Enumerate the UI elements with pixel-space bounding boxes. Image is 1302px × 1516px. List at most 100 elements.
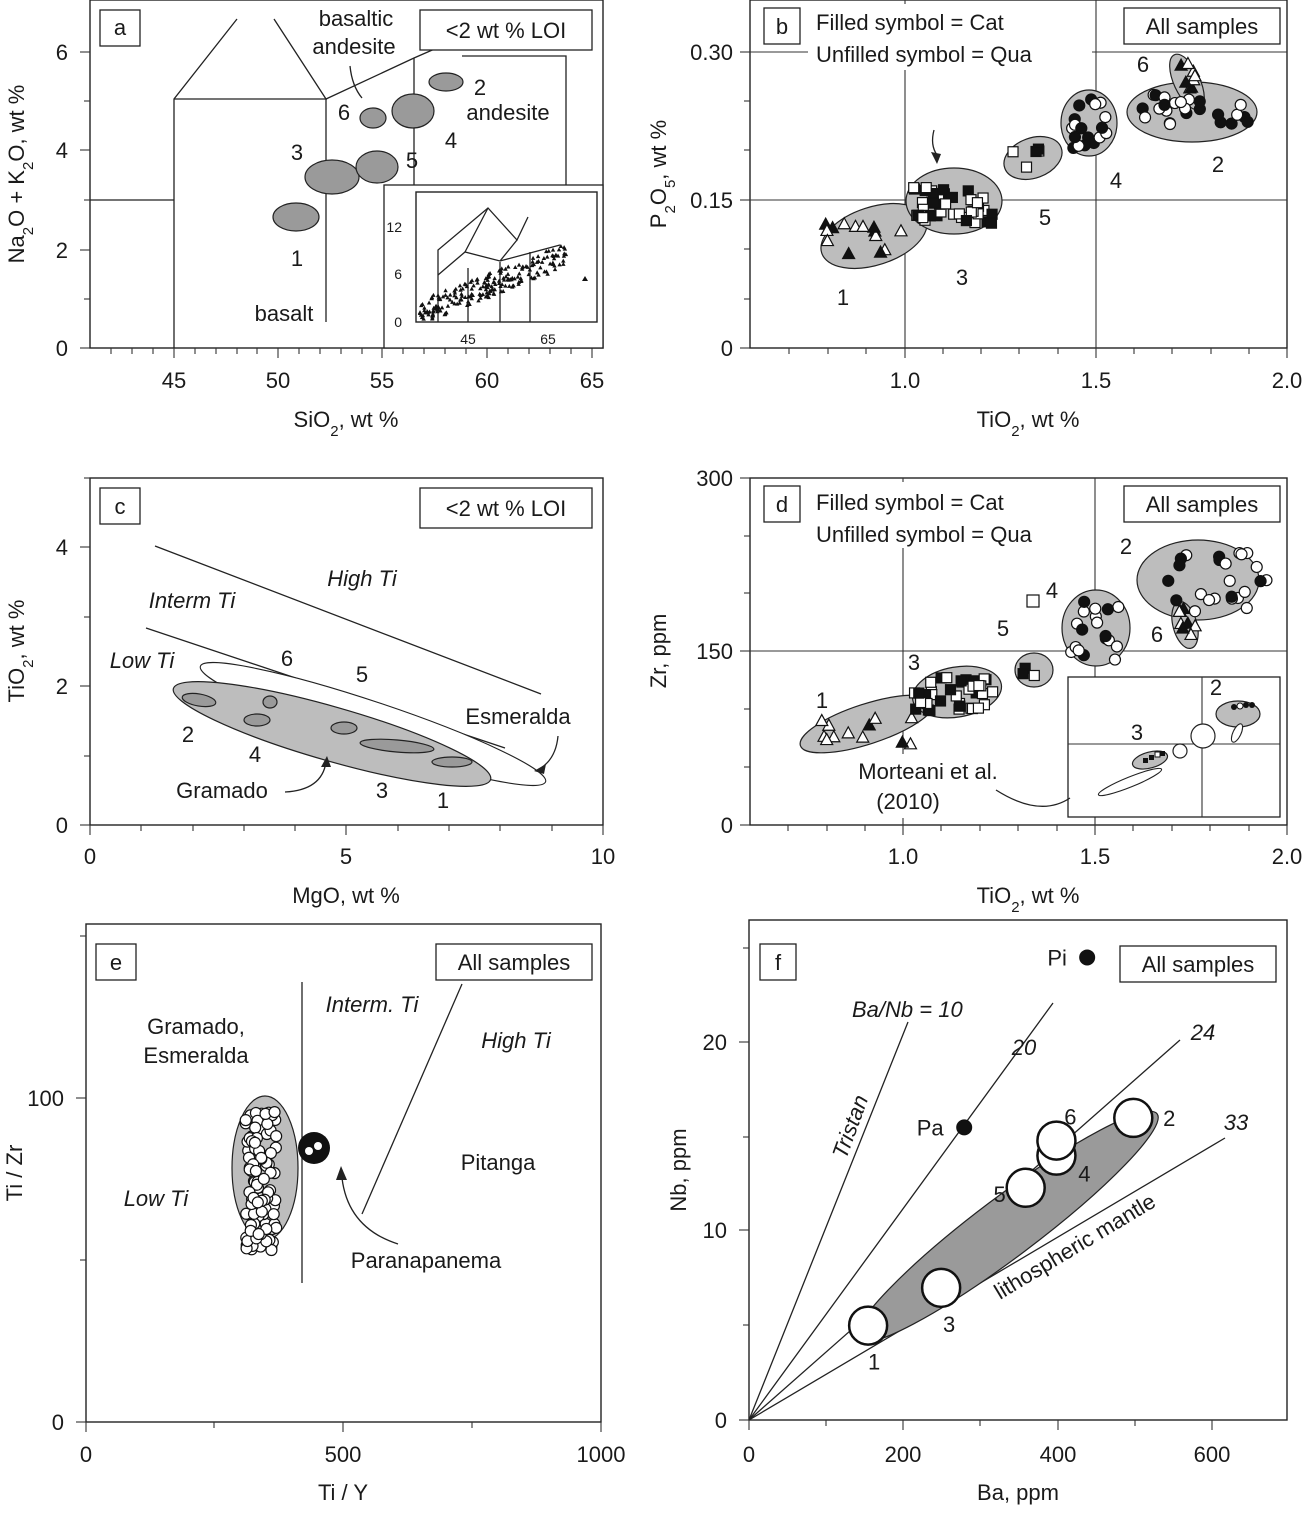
panel-f-label-pa: Pa (917, 1115, 945, 1140)
panel-d-group-1-point (841, 725, 856, 739)
panel-f-label-3: 3 (943, 1312, 955, 1337)
panel-a-inset-point (503, 274, 509, 279)
panel-d-group-4-point (1089, 602, 1102, 615)
panel-a-inset-ytick-12: 12 (386, 219, 402, 235)
panel-d-group-3-point (954, 700, 966, 712)
panel-b-group-5-point (1030, 145, 1042, 158)
panel-d-label-5: 5 (997, 616, 1009, 641)
panel-b-group-3-point (920, 182, 932, 194)
panel-a-inset-point (443, 292, 448, 297)
panel-f-xtick-0: 0 (743, 1442, 755, 1467)
panel-a-inset-point (476, 298, 481, 303)
panel-c-group-3 (359, 738, 435, 754)
panel-a-inset-point (486, 274, 492, 279)
panel-a-inset-point (462, 281, 468, 286)
panel-c-tag: c (115, 494, 126, 519)
panel-a-inset-point (482, 280, 487, 285)
panel-c-field-low-ti: Low Ti (110, 648, 176, 673)
panel-b-group-5 (1003, 135, 1063, 181)
panel-e-high-ti-line (361, 983, 463, 1215)
panel-f-ticks (739, 947, 1213, 1430)
panel-f-tag: f (775, 950, 782, 975)
panel-c-group-6 (262, 695, 278, 709)
panel-e-field-low-ti: Low Ti (124, 1186, 190, 1211)
panel-a-inset-point (545, 254, 550, 259)
panel-a-inset-point (459, 293, 465, 298)
panel-a-pointer (349, 65, 363, 99)
panel-a-inset-point (534, 259, 540, 264)
panel-f-label-1: 1 (868, 1350, 880, 1375)
panel-f-point-pi (1079, 949, 1096, 966)
panel-f-point-pa (956, 1119, 973, 1136)
panel-b-all-samples-box (1123, 7, 1281, 45)
panel-b-group-1-point (873, 244, 888, 258)
panel-a-tas-fields (90, 18, 567, 348)
panel-f-all-samples-box (1119, 945, 1277, 983)
panel-d-group-1-point (819, 732, 834, 746)
panel-a-inset-point (498, 283, 503, 288)
panel-a-label-5: 5 (406, 148, 418, 173)
panel-f-line-20: 20 (1011, 1035, 1037, 1060)
panel-b-group-3-point (960, 214, 973, 227)
panel-b-label-2: 2 (1212, 152, 1224, 177)
panel-a-inset-point (541, 256, 547, 261)
panel-a-group-4 (391, 93, 435, 129)
panel-a-inset-point (487, 291, 492, 296)
panel-a-ytick-4: 4 (56, 138, 68, 163)
panel-e-all-samples-box (435, 943, 593, 981)
panel-a-inset-point (558, 244, 564, 249)
panel-a-inset-point (556, 247, 562, 252)
panel-a-inset-point (510, 275, 515, 280)
panel-e-field-paranapanema: Paranapanema (351, 1248, 502, 1273)
panel-e-point (257, 1172, 270, 1186)
panel-e-xtick-1000: 1000 (577, 1442, 626, 1467)
panel-a-inset-point (439, 305, 445, 310)
panel-b-group-3-point (939, 198, 952, 210)
panel-a-inset-point (431, 305, 436, 310)
panel-a-inset-point (542, 269, 547, 274)
panel-a-inset-point (430, 313, 435, 318)
panel-a-inset-point (561, 253, 567, 258)
panel-f-frame (748, 919, 1288, 1421)
panel-a-inset-point (513, 265, 518, 270)
panel-a-inset-ytick-6: 6 (394, 266, 402, 282)
panel-d-inset-label-3: 3 (1131, 720, 1143, 745)
panel-a-inset-xtick-65: 65 (540, 331, 556, 347)
panel-b-group-3-point (971, 197, 984, 209)
panel-b-group-1-point (855, 219, 871, 233)
panel-a-inset-point (487, 288, 492, 293)
panel-f-ytick-10: 10 (703, 1218, 727, 1243)
panel-b-xtick-20: 2.0 (1272, 368, 1302, 393)
panel-a-inset-point (516, 279, 522, 284)
panel-a-inset-point (469, 291, 474, 296)
panel-d-group-2-point (1225, 590, 1238, 603)
panel-d-group-3-point (987, 686, 999, 698)
panel-d-group-4-point (1110, 640, 1124, 653)
panel-a-inset-point (485, 285, 490, 290)
panel-a-inset-point (478, 295, 483, 300)
panel-b-group-6-point (1178, 74, 1193, 88)
panel-a-label-1: 1 (291, 246, 303, 271)
panel-b-ytick-030: 0.30 (690, 40, 733, 65)
panel-c-group-1 (431, 756, 473, 768)
panel-a-inset-point (582, 276, 588, 281)
panel-a-inset-point (458, 287, 463, 292)
panel-b-group-1-point (893, 223, 908, 237)
panel-b-xtick-15: 1.5 (1081, 368, 1112, 393)
panel-a-inset-point (447, 297, 453, 302)
panel-f-tag-box (759, 943, 797, 981)
panel-d-ytick-0: 0 (721, 813, 733, 838)
panel-b-label-5: 5 (1039, 205, 1051, 230)
panel-a-inset-point (561, 261, 566, 266)
panel-a-inset-point (475, 280, 480, 285)
panel-b-group-3-point (946, 191, 958, 204)
panel-c-groups (181, 692, 473, 768)
panel-a-inset-point (553, 252, 559, 257)
panel-d-group-2-point (1162, 574, 1175, 587)
panel-d-group-1-point (862, 717, 877, 731)
panel-a-inset-point (443, 288, 448, 293)
panel-e-ylabel: Ti / Zr (2, 1145, 27, 1202)
panel-d-group-4-point (1112, 600, 1125, 614)
panel-b-tag: b (776, 14, 788, 39)
panel-a-group-5 (355, 150, 399, 184)
